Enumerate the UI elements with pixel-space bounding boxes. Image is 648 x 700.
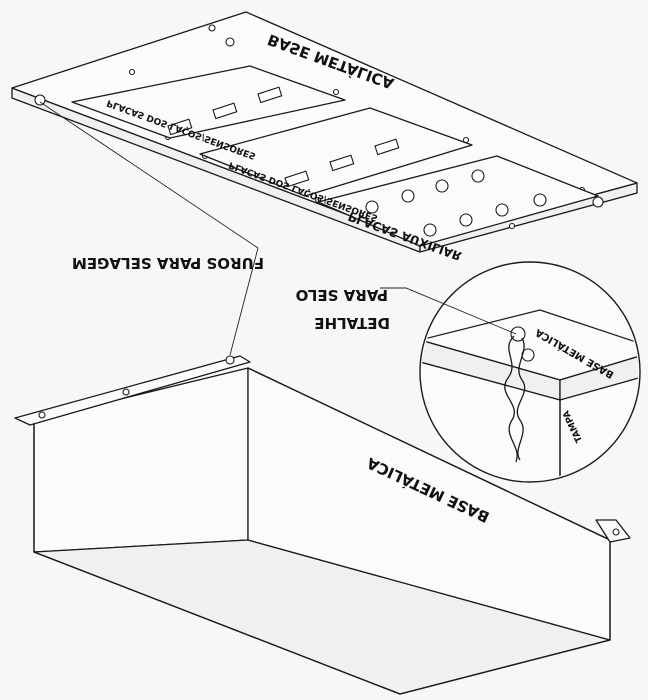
leader-line-para-selo [380, 287, 517, 335]
flange-hole [38, 411, 46, 419]
detail-circle [419, 261, 641, 483]
plate-hole [128, 68, 136, 76]
label-para-selo: PARA SELO [296, 286, 388, 304]
sealing-hole-left [34, 94, 46, 106]
plate-hole [208, 24, 216, 32]
sealing-hole-box [225, 355, 235, 365]
leader-line [229, 247, 259, 356]
plate-hole [332, 88, 340, 96]
sensor-board-2 [199, 107, 473, 197]
plate-hole [592, 196, 604, 208]
bottom-metal-box [14, 355, 631, 695]
label-detalhe: DETALHE [314, 314, 390, 332]
sensor-board-1 [71, 65, 346, 139]
leader-line [39, 101, 259, 249]
plate-hole [508, 222, 516, 230]
auxiliary-board [317, 155, 599, 247]
flange-hole [122, 388, 130, 396]
plate-hole [225, 37, 235, 47]
label-furos-selagem: FUROS PARA SELAGEM [72, 254, 264, 272]
flange-hole [612, 528, 620, 536]
